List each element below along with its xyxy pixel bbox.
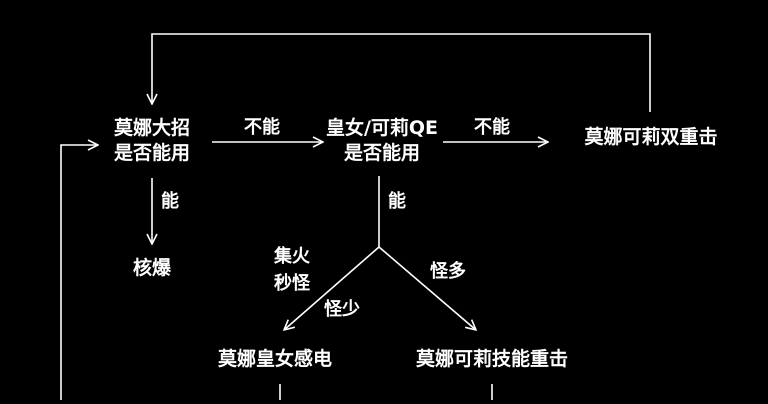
node-mona-klee-double-strike: 莫娜可莉双重击	[584, 126, 718, 148]
edge-label-no-1: 不能	[244, 117, 280, 138]
node-mona-ult: 莫娜大招 是否能用	[100, 116, 204, 166]
node-mona-klee-skill-strike: 莫娜可莉技能重击	[415, 348, 568, 370]
node-queen-qe-line1: 皇女/可莉QE	[325, 117, 439, 139]
loop-back-left-arrow	[60, 145, 98, 400]
node-nuke: 核爆	[132, 257, 171, 279]
edge-label-focus-line2: 秒怪	[274, 273, 310, 294]
node-mona-ult-line1: 莫娜大招	[113, 117, 190, 139]
edge-label-no-2: 不能	[474, 117, 510, 138]
edge-label-few-monsters: 怪少	[324, 299, 360, 320]
node-mona-queen-electro: 莫娜皇女感电	[217, 348, 332, 370]
node-mona-ult-line2: 是否能用	[113, 142, 190, 164]
edge-label-yes-1: 能	[161, 191, 179, 212]
loop-back-top-arrow	[152, 33, 651, 112]
edge-label-yes-2: 能	[388, 191, 406, 212]
edge-label-focus-line1: 集火	[274, 246, 310, 267]
arrow-to-mona-queen-electro	[284, 246, 380, 330]
edge-label-focus-single: 集火 秒怪	[266, 243, 318, 297]
arrow-to-mona-klee-skill	[378, 246, 476, 330]
edge-label-many-monsters: 怪多	[430, 261, 466, 282]
node-queen-qe: 皇女/可莉QE 是否能用	[314, 116, 450, 166]
node-queen-qe-line2: 是否能用	[343, 142, 420, 164]
